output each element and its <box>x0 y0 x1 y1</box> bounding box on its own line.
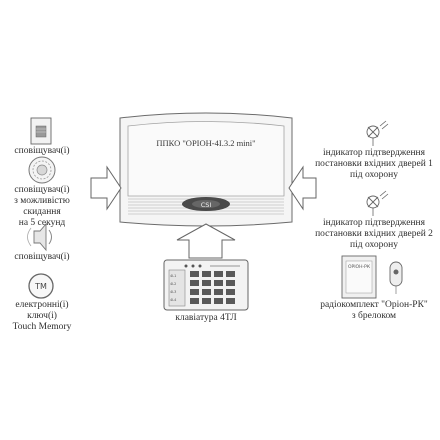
touch-memory-badge: TM <box>34 282 47 291</box>
control-panel: CSI ППКО "ОРІОН-4І.3.2 mini" <box>119 112 293 227</box>
siren-icon <box>28 156 56 184</box>
label-siren-reset: сповіщувач(і) з можливістю скидання на 5… <box>14 185 70 228</box>
label-speaker: сповіщувач(і) <box>14 252 70 262</box>
radio-kit-box-text: ОРІОН-РК <box>348 264 371 270</box>
keypad-row-3: 4L3 <box>170 290 176 294</box>
panel-title: ППКО "ОРІОН-4І.3.2 mini" <box>156 138 255 148</box>
keypad-icon: 4L1 4L2 4L3 4L4 <box>163 259 249 311</box>
arrow-right-to-panel <box>288 165 317 211</box>
label-detector: сповіщувач(і) <box>14 146 70 156</box>
touch-memory-icon: TM <box>28 273 54 299</box>
keypad-row-2: 4L2 <box>170 282 176 286</box>
label-touch-memory: електронні(і) ключ(і) Touch Memory <box>12 300 72 332</box>
arrow-left-to-panel <box>90 165 122 211</box>
panel-logo: CSI <box>201 201 212 209</box>
keypad-buttons <box>190 271 235 304</box>
speaker-icon <box>27 222 52 252</box>
keypad-row-1: 4L1 <box>170 274 176 278</box>
label-indicator-1: індикатор підтвердження постановки вхідн… <box>315 148 433 180</box>
label-indicator-2: індикатор підтвердження постановки вхідн… <box>315 218 433 250</box>
indicator-icon <box>366 120 389 146</box>
arrow-keyboard-to-panel <box>176 223 236 259</box>
key-fob-icon <box>389 261 403 294</box>
radio-kit-icon: ОРІОН-РК <box>341 255 377 299</box>
indicator-icon <box>366 190 389 216</box>
label-radio-kit: радіокомплект "Оріон-РК" з брелоком <box>320 300 428 321</box>
label-keyboard: клавіатура 4ТЛ <box>175 313 237 323</box>
detector-icon <box>30 117 52 145</box>
keypad-row-4: 4L4 <box>170 298 177 302</box>
